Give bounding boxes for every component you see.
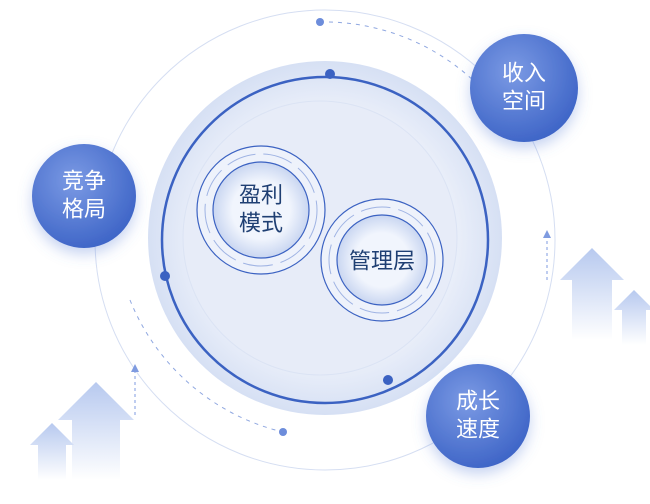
competition-node [32, 144, 136, 248]
profit-model-circle [196, 145, 326, 275]
orbit-dot [279, 428, 287, 436]
growth-speed-node [426, 364, 530, 468]
ring-dot [325, 69, 335, 79]
ring-dot [383, 375, 393, 385]
growth-arrows-right [543, 230, 650, 345]
growth-speed-label: 成长 速度 [455, 389, 501, 443]
management-label: 管理层 [348, 249, 416, 275]
ring-dot [160, 271, 170, 281]
income-space-label: 收入 空间 [501, 61, 547, 115]
growth-arrows-left [30, 364, 139, 480]
management-circle [320, 198, 444, 322]
orbit-dot [316, 18, 324, 26]
competition-label: 竞争 格局 [61, 169, 107, 223]
main-ring [160, 75, 490, 405]
dashed-arc-bottom [129, 299, 284, 433]
income-space-node [470, 34, 578, 142]
profit-model-label: 盈利 模式 [238, 183, 284, 237]
